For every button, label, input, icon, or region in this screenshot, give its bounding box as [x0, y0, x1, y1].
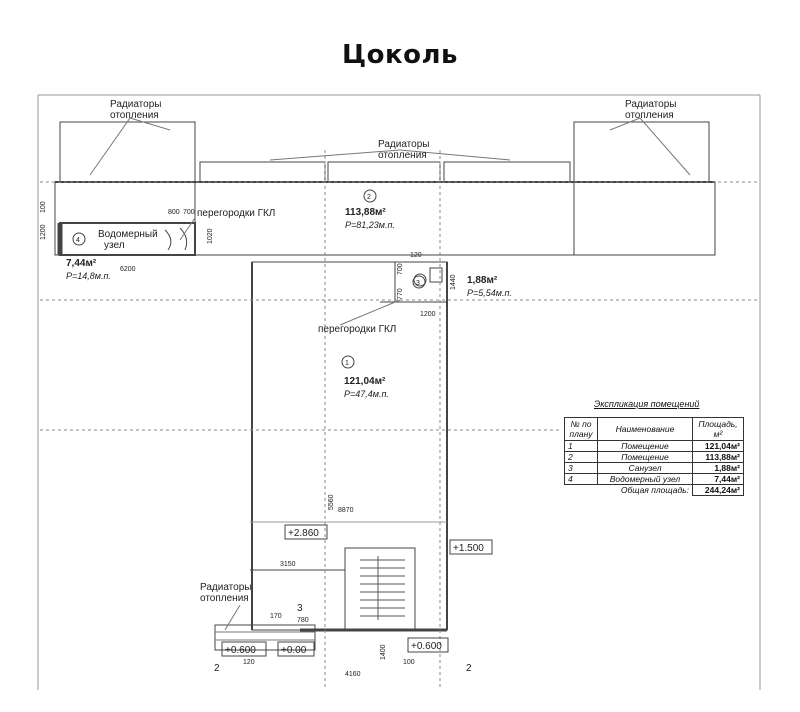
table-row: 1 Помещение 121,04м² [564, 440, 744, 452]
section-mark-left: 2 [214, 663, 220, 674]
row-1-number: 1 [564, 440, 598, 452]
room-2-outline [54, 181, 716, 256]
col-header-number: № по плану [564, 417, 598, 441]
room-3-number: 3 [416, 280, 420, 287]
row-1-name: Помещение [597, 440, 693, 452]
dim-6200: 6200 [120, 266, 136, 273]
partitions-label-mid: перегородки ГКЛ [318, 324, 396, 335]
dim-1200: 1200 [40, 224, 47, 240]
row-2-number: 2 [564, 451, 598, 463]
radiators-label-mid-1: Радиаторы [378, 139, 429, 150]
room-2-perimeter: P=81,23м.п. [345, 220, 395, 230]
radiators-label-mid-2: отопления [378, 150, 427, 161]
radiators-label-bottom-1: Радиаторы [200, 582, 251, 593]
dim-770: 770 [397, 288, 404, 300]
water-meter-label-2: узел [104, 240, 125, 251]
level-mark-0600-right: +0.600 [411, 641, 442, 652]
dim-120: 120 [410, 252, 422, 259]
room-1-area: 121,04м² [344, 376, 386, 387]
row-4-number: 4 [564, 473, 598, 485]
dim-700: 700 [397, 263, 404, 275]
left-wing-wall [59, 121, 196, 183]
row-1-area: 121,04м² [692, 440, 744, 452]
room-3-area: 1,88м² [467, 275, 498, 286]
row-2-name: Помещение [597, 451, 693, 463]
radiators-label-right-1: Радиаторы [625, 99, 676, 110]
room-2-number: 2 [367, 194, 371, 201]
stair-mark: 3 [297, 603, 303, 614]
dim-780: 780 [297, 617, 309, 624]
radiators-label-left-1: Радиаторы [110, 99, 161, 110]
dim-5560: 5560 [328, 494, 335, 510]
col-header-area: Площадь, м² [692, 417, 744, 441]
room-1-number: 1 [345, 360, 349, 367]
page-title: Цоколь [342, 40, 458, 70]
dim-3150: 3150 [280, 561, 296, 568]
radiators-label-right-2: отопления [625, 110, 674, 121]
total-label: Общая площадь: [620, 485, 689, 496]
col-header-name: Наименование [597, 417, 693, 441]
room-2-area: 113,88м² [345, 207, 386, 218]
room-4-number: 4 [76, 237, 80, 244]
table-row: 2 Помещение 113,88м² [564, 451, 744, 463]
table-row: 3 Санузел 1,88м² [564, 462, 744, 474]
row-3-area: 1,88м² [692, 462, 744, 474]
dim-800: 800 [168, 209, 180, 216]
dim-4160: 4160 [345, 671, 361, 678]
level-mark-000: +0.00 [281, 645, 307, 656]
partitions-label-top: перегородки ГКЛ [197, 208, 275, 219]
radiator-bay-3 [443, 161, 571, 182]
water-meter-label-1: Водомерный [98, 229, 158, 240]
level-mark-0600-left: +0.600 [225, 645, 256, 656]
radiator-bay-2 [327, 161, 441, 182]
table-row: 4 Водомерный узел 7,44м² [564, 473, 744, 485]
dim-1020: 1020 [207, 228, 214, 244]
room-3-perimeter: P=5,54м.п. [467, 288, 512, 298]
level-mark-1500: +1.500 [453, 543, 484, 554]
explication-table: № по плану Наименование Площадь, м² 1 По… [564, 417, 744, 496]
radiators-label-left-2: отопления [110, 110, 159, 121]
dim-8870: 8870 [338, 507, 354, 514]
dim-120: 120 [243, 659, 255, 666]
level-mark-2860: +2.860 [288, 528, 319, 539]
row-3-number: 3 [564, 462, 598, 474]
radiators-label-bottom-2: отопления [200, 593, 249, 604]
row-4-name: Водомерный узел [597, 473, 693, 485]
dim-100: 100 [40, 201, 47, 213]
room-1-perimeter: P=47,4м.п. [344, 389, 389, 399]
section-mark-right: 2 [466, 663, 472, 674]
dim-100: 100 [403, 659, 415, 666]
room-1-outline [251, 261, 448, 631]
room-4-perimeter: P=14,8м.п. [66, 271, 111, 281]
total-value: 244,24м² [692, 484, 744, 496]
dim-700: 700 [183, 209, 195, 216]
table-header-row: № по плану Наименование Площадь, м² [564, 417, 744, 441]
radiator-bay-1 [199, 161, 326, 182]
room-4-area: 7,44м² [66, 258, 97, 269]
dim-1440: 1440 [450, 274, 457, 290]
dim-1200: 1200 [420, 311, 436, 318]
row-4-area: 7,44м² [692, 473, 744, 485]
row-3-name: Санузел [597, 462, 693, 474]
row-2-area: 113,88м² [692, 451, 744, 463]
dim-1400: 1400 [380, 644, 387, 660]
dim-170: 170 [270, 613, 282, 620]
explication-caption: Экспликация помещений [594, 399, 700, 409]
table-total-row: Общая площадь: 244,24м² [565, 484, 744, 496]
